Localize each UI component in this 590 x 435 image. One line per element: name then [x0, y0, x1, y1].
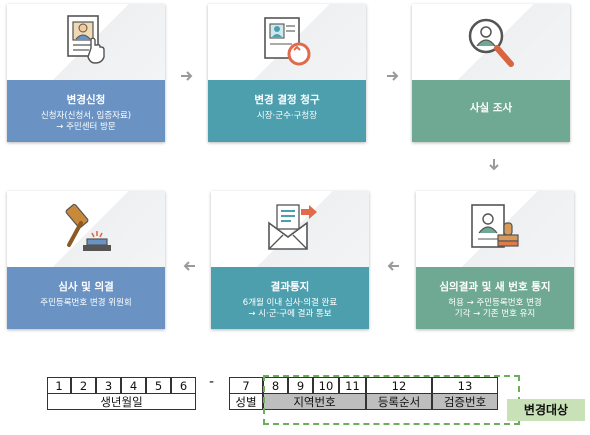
rrn-order-label: 등록순서 — [366, 393, 432, 410]
right-arrow-icon — [386, 70, 400, 82]
right-arrow-icon — [180, 70, 194, 82]
step-detail: 주민등록번호 변경 위원회 — [40, 298, 132, 308]
change-target-label: 변경대상 — [507, 399, 585, 421]
rrn-digit: 7 — [229, 377, 263, 394]
left-arrow-icon — [386, 260, 400, 272]
step-title: 결과통지 — [270, 281, 310, 293]
step-detail: 시장·군수·구청장 — [256, 111, 318, 121]
step-title: 변경신청 — [66, 94, 106, 106]
rrn-digit: 5 — [146, 377, 171, 394]
step-detail: → 주민센터 방문 — [56, 122, 116, 132]
step-detail: → 시·군·구에 결과 통보 — [248, 309, 332, 319]
rrn-digit: 3 — [96, 377, 121, 394]
step-card-4: 심의결과 및 새 번호 통지 허용 → 주민등록번호 변경 기각 → 기존 번호… — [416, 191, 574, 329]
rrn-digit: 1 — [47, 377, 71, 394]
step-title: 사실 조사 — [469, 102, 513, 114]
id-stamp-icon — [471, 204, 519, 248]
rrn-digit: 2 — [71, 377, 96, 394]
step-card-6: 심사 및 의결 주민등록번호 변경 위원회 — [7, 191, 165, 329]
step-card-3: 사실 조사 — [412, 4, 570, 142]
step-detail: 기각 → 기존 번호 유지 — [454, 309, 536, 319]
step-title: 심사 및 의결 — [58, 281, 114, 293]
rrn-birth-label: 생년월일 — [47, 393, 196, 410]
rrn-check-label: 검증번호 — [432, 393, 498, 410]
rrn-digit: 4 — [121, 377, 146, 394]
change-target-outline — [263, 375, 520, 425]
step-title: 변경 결정 청구 — [254, 94, 320, 106]
envelope-letter-icon — [268, 204, 317, 250]
step-card-2: 변경 결정 청구 시장·군수·구청장 — [208, 4, 366, 142]
step-card-5: 결과통지 6개월 이내 심사·의결 완료 → 시·군·구에 결과 통보 — [211, 191, 369, 329]
step-detail: 6개월 이내 심사·의결 완료 — [242, 298, 338, 308]
step-card-1: 변경신청 신청자(신청서, 입증자료) → 주민센터 방문 — [7, 4, 165, 142]
step-detail: 허용 → 주민등록번호 변경 — [448, 298, 542, 308]
rrn-digit: 6 — [171, 377, 196, 394]
application-form-icon — [67, 15, 105, 64]
gavel-icon — [65, 203, 111, 251]
left-arrow-icon — [182, 260, 196, 272]
rrn-hyphen: - — [209, 374, 215, 390]
rrn-region-label: 지역번호 — [263, 393, 366, 410]
step-detail: 신청자(신청서, 입증자료) — [40, 111, 132, 121]
down-arrow-icon — [488, 158, 500, 172]
magnifier-person-icon — [468, 18, 514, 67]
rrn-sex-label: 성별 — [229, 393, 263, 410]
claim-document-icon — [264, 17, 311, 66]
step-title: 심의결과 및 새 번호 통지 — [439, 281, 551, 293]
